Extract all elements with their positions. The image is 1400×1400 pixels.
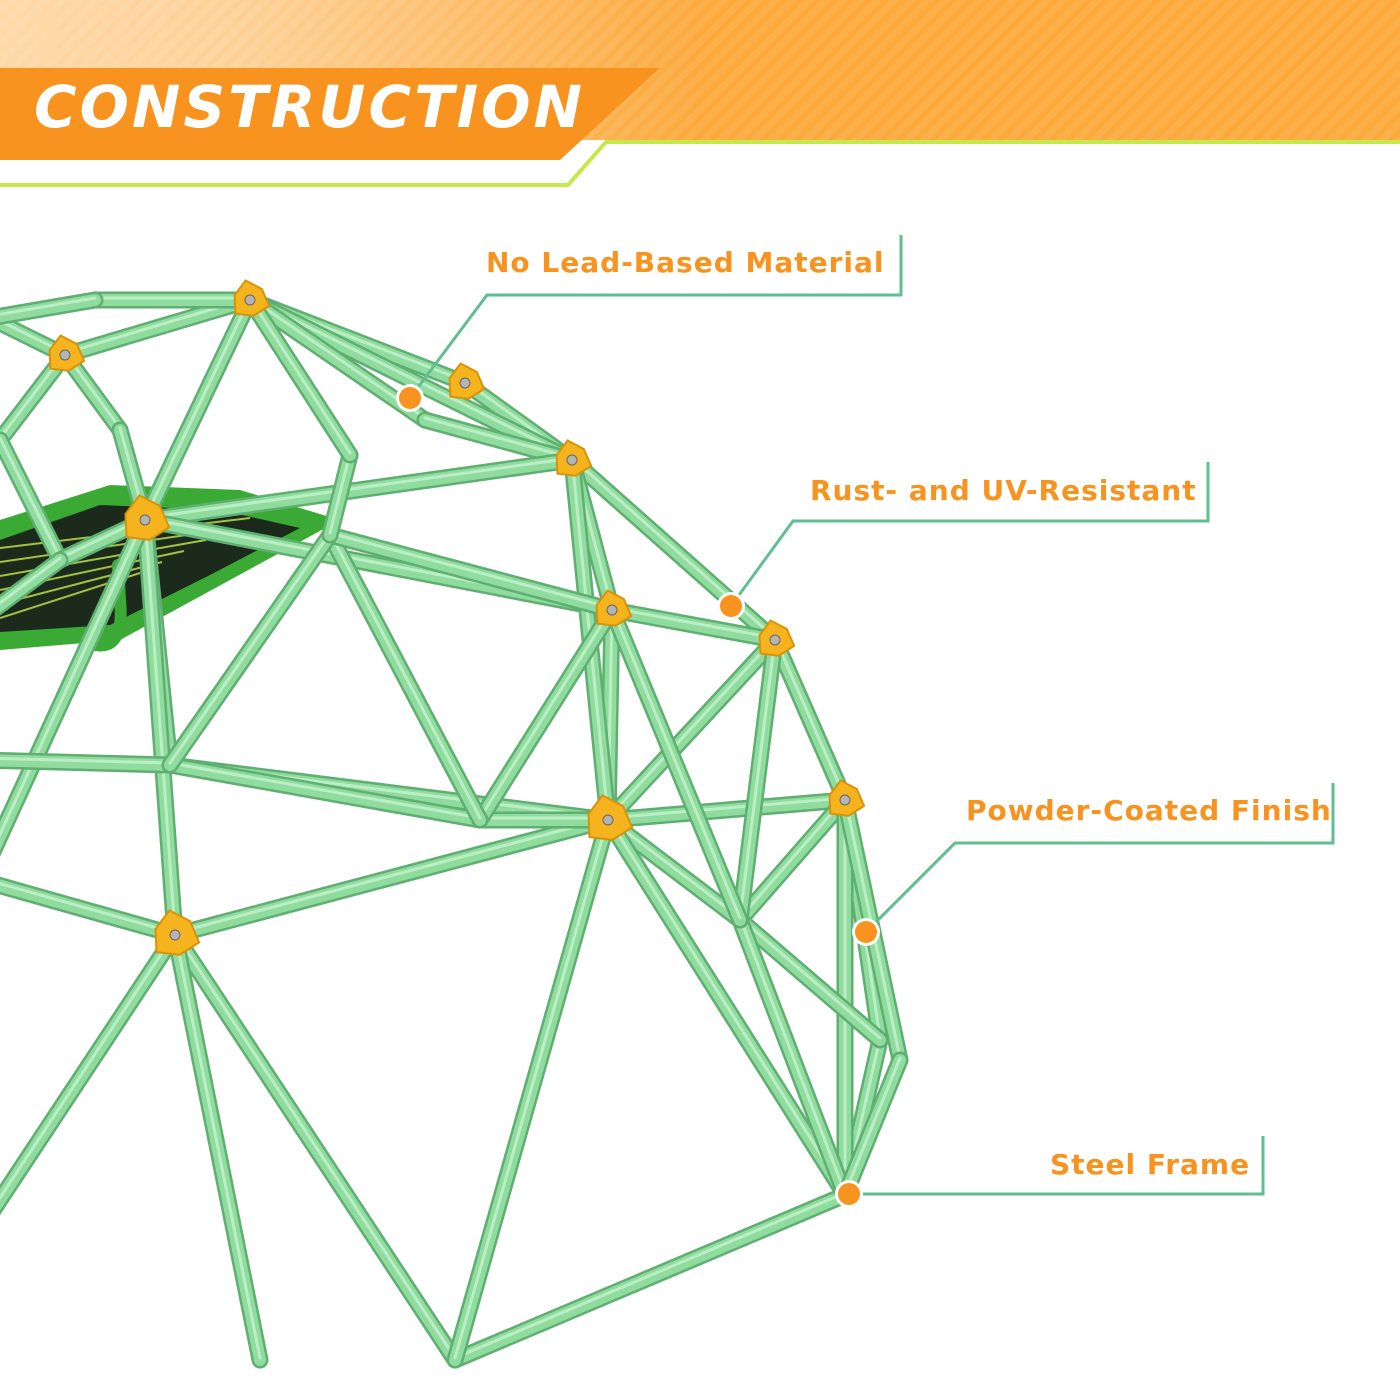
- frame-tube-highlight: [0, 436, 62, 560]
- frame-tube: [0, 879, 181, 941]
- frame-tube-highlight: [738, 916, 847, 1195]
- callout-line-powder: [864, 783, 1335, 934]
- frame-tube: [734, 914, 886, 1046]
- feature-label-rust: Rust- and UV-Resistant: [810, 474, 1197, 507]
- feature-label-steel: Steel Frame: [1050, 1148, 1251, 1181]
- frame-tube: [324, 529, 618, 616]
- trampoline-leg: [89, 559, 127, 652]
- frame-tube: [139, 454, 578, 526]
- header-banner: [0, 0, 1400, 190]
- frame-tube-highlight: [0, 516, 147, 838]
- callout-line-steel: [849, 1136, 1265, 1196]
- feature-label-powder: Powder-Coated Finish: [966, 794, 1332, 827]
- callout-line-rust: [729, 462, 1210, 607]
- hold-bolt: [769, 634, 781, 646]
- frame-tube-highlight: [248, 296, 574, 460]
- frame-tube-highlight: [173, 931, 457, 1360]
- frame-tube: [0, 294, 101, 323]
- hold-bolt: [459, 377, 471, 389]
- frame-tube: [449, 1189, 851, 1366]
- frame-tube-highlight: [606, 816, 742, 920]
- hold-bolt: [602, 814, 614, 826]
- frame-tube-highlight: [173, 816, 610, 935]
- frame-tube: [602, 794, 851, 826]
- frame-tube-highlight: [843, 1056, 902, 1195]
- frame-tube-highlight: [773, 636, 847, 800]
- frame-tube-highlight: [168, 761, 482, 820]
- hold-bolt: [839, 794, 851, 806]
- frame-tube-highlight: [143, 456, 574, 520]
- orange-dot-marker-icon: [720, 595, 742, 617]
- header-title-plate: [0, 68, 660, 160]
- frame-tube-highlight: [738, 636, 777, 920]
- callout-line-lead: [408, 235, 903, 399]
- orange-dot-marker-icon: [855, 921, 877, 943]
- frame-tube-highlight: [328, 451, 352, 535]
- frame-tube-highlight: [738, 916, 882, 1040]
- frame-tube-highlight: [173, 931, 262, 1360]
- frame-tube: [419, 414, 578, 466]
- frame-tube-highlight: [328, 531, 614, 610]
- hold-bolt: [169, 929, 181, 941]
- frame-tube: [59, 294, 256, 361]
- frame-tube-highlight: [0, 931, 177, 1201]
- page-title: CONSTRUCTION: [34, 73, 586, 141]
- frame-tube-highlight: [143, 516, 177, 935]
- frame-tube-highlight: [606, 796, 847, 820]
- orange-dot-marker-icon: [838, 1183, 860, 1205]
- frame-tube-highlight: [606, 816, 847, 1195]
- frame-tube-highlight: [0, 296, 97, 316]
- hold-bolt: [139, 514, 151, 526]
- callout-markers: [396, 384, 880, 1208]
- frame-tube-highlight: [610, 606, 742, 920]
- orange-dot-marker-icon: [399, 387, 421, 409]
- trampoline-spring: [0, 561, 163, 605]
- frame-tube-highlight: [453, 816, 610, 1360]
- frame-tube-highlight: [248, 296, 352, 455]
- frame-tube-highlight: [453, 1191, 847, 1360]
- hold-bolt: [566, 454, 578, 466]
- frame-tube: [164, 759, 486, 826]
- frame-tube: [0, 754, 176, 771]
- callout-lines: [408, 235, 1335, 1196]
- frame-tube-highlight: [423, 416, 574, 460]
- frame-tube: [0, 554, 66, 613]
- hold-bolt: [59, 349, 71, 361]
- hold-bolt: [244, 294, 256, 306]
- frame-tube-highlight: [0, 556, 62, 605]
- frame-tube-highlight: [328, 531, 482, 820]
- frame-tube-highlight: [0, 757, 172, 765]
- frame-tube-highlight: [606, 636, 777, 820]
- frame-tube-highlight: [610, 606, 777, 640]
- frame-tube-highlight: [478, 606, 614, 820]
- frame-tube: [602, 814, 746, 926]
- frame-tube: [244, 294, 431, 426]
- dome-frame: [0, 279, 909, 1369]
- frame-tube: [169, 814, 614, 941]
- frame-tube-highlight: [168, 531, 332, 765]
- feature-label-lead: No Lead-Based Material: [486, 246, 885, 279]
- frame-tube: [606, 604, 781, 646]
- hold-bolt: [606, 604, 618, 616]
- frame-tube-highlight: [738, 796, 847, 920]
- header-lime-rule: [0, 140, 1400, 187]
- frame-tube-highlight: [0, 882, 177, 935]
- frame-tube-highlight: [248, 296, 427, 420]
- frame-tube-highlight: [143, 296, 252, 520]
